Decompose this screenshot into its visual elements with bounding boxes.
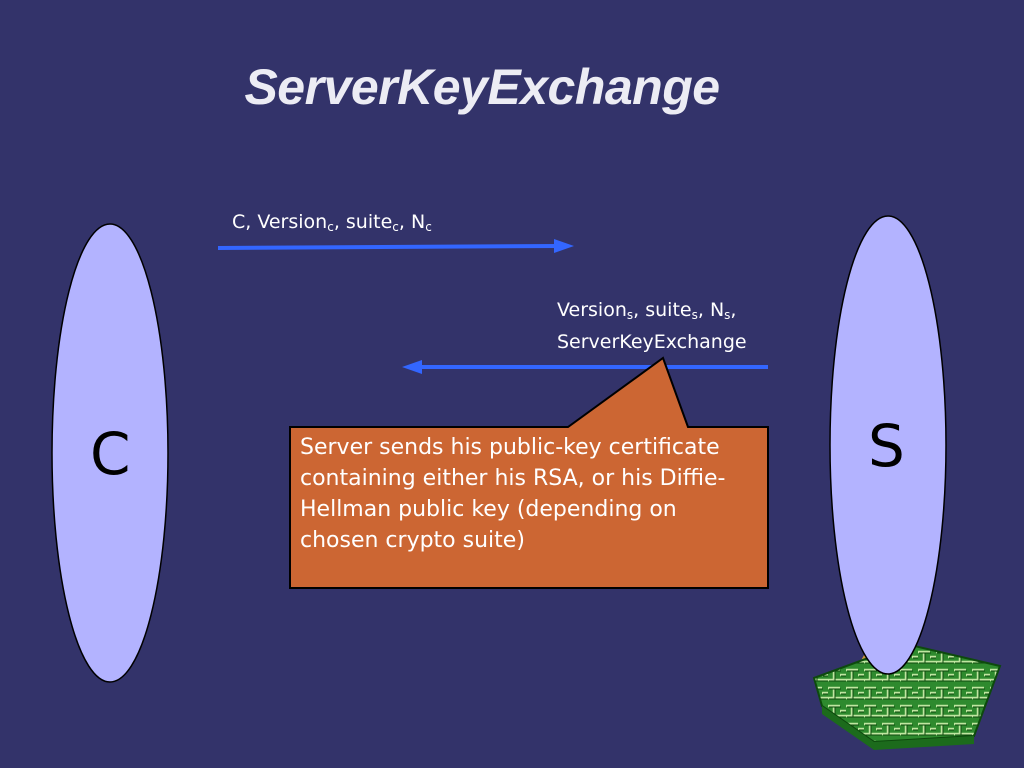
arrow-client-to-server — [217, 239, 574, 253]
message-text: Version — [557, 299, 627, 321]
message-client-hello: C, Versionc, suitec, Nc — [232, 206, 432, 238]
message-server-hello-line1: Versions, suites, Ns, — [557, 294, 747, 326]
message-server-hello: Versions, suites, Ns, ServerKeyExchange — [557, 294, 747, 358]
message-text: , suite — [333, 211, 393, 233]
message-text: , N — [697, 299, 725, 321]
subscript: s — [724, 308, 731, 322]
subscript: c — [392, 220, 399, 234]
message-text: C, Version — [232, 211, 328, 233]
server-ellipse — [829, 215, 947, 675]
subscript: c — [425, 220, 432, 234]
arrow-server-to-client — [402, 360, 768, 374]
slide-title: ServerKeyExchange — [244, 59, 720, 115]
server-label: S — [868, 412, 905, 480]
callout-box — [289, 356, 769, 589]
message-text: , N — [398, 211, 426, 233]
message-text: , — [730, 299, 737, 321]
message-text: , suite — [633, 299, 692, 321]
subscript: c — [327, 220, 334, 234]
subscript: s — [626, 308, 634, 322]
client-label: C — [90, 420, 131, 488]
message-server-hello-line2: ServerKeyExchange — [557, 331, 747, 353]
subscript: s — [691, 308, 698, 322]
client-ellipse — [51, 223, 169, 683]
maze-icon — [812, 642, 1002, 750]
callout-text: Server sends his public-key certificate … — [300, 435, 726, 553]
